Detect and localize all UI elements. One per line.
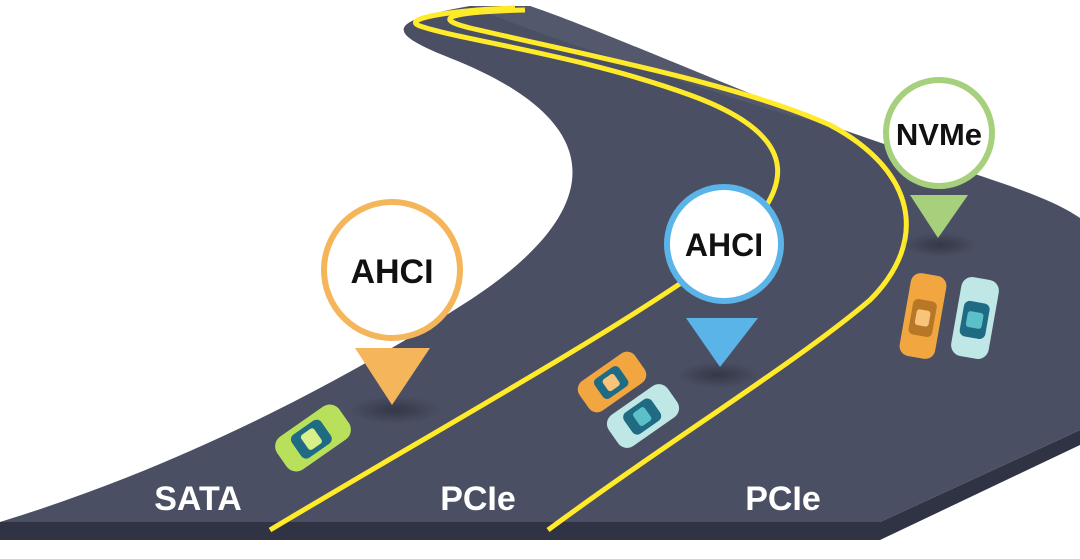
- lane-label-sata: SATA: [154, 480, 242, 518]
- marker-pcie-nvme: NVMe: [883, 77, 995, 238]
- car-orange-mid: [577, 351, 647, 413]
- cars: [275, 273, 999, 472]
- car-green: [275, 404, 351, 472]
- lane-label-pcie-2: PCIe: [745, 480, 821, 518]
- marker-shadows: [350, 233, 978, 424]
- marker-label: AHCI: [685, 227, 763, 263]
- marker-ring: [664, 184, 784, 304]
- marker-pcie-ahci: AHCI: [664, 184, 784, 367]
- marker-ring: [883, 77, 995, 189]
- car-teal-mid: [606, 384, 680, 448]
- marker-ring: [321, 199, 463, 341]
- car-orange-right: [899, 273, 947, 359]
- lane-line-right: [447, 7, 909, 533]
- marker-pointer: [355, 348, 430, 405]
- marker-label: AHCI: [350, 253, 433, 291]
- marker-sata-ahci: AHCI: [321, 199, 463, 405]
- lane-lines: [268, 5, 909, 533]
- road-edge: [0, 430, 1080, 540]
- lane-label-pcie-1: PCIe: [440, 480, 516, 518]
- road-surface: [0, 6, 1080, 522]
- car-teal-right: [951, 277, 999, 359]
- marker-label: NVMe: [896, 117, 982, 152]
- lane-line-left: [268, 5, 780, 533]
- marker-pointer: [686, 318, 758, 367]
- marker-pointer: [910, 195, 968, 238]
